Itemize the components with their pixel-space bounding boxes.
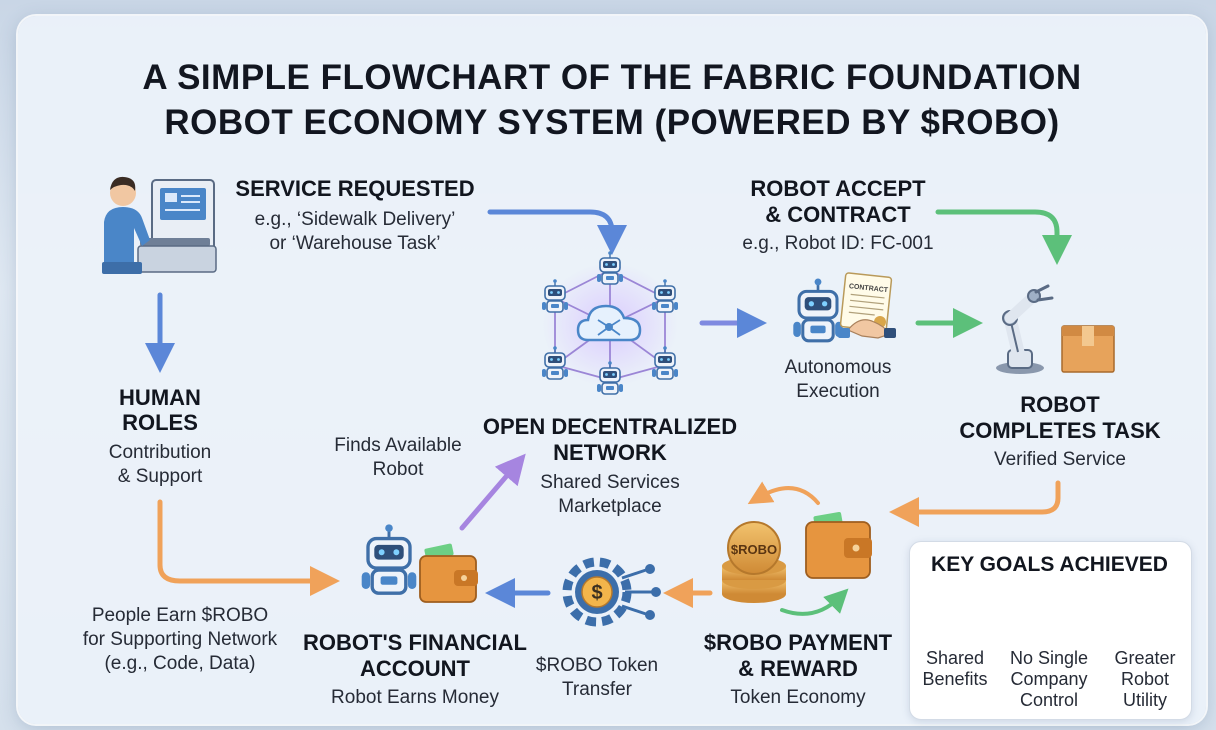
finds-robot-label-2: Robot (372, 459, 424, 480)
key-goals-box (909, 541, 1192, 720)
network-detail-2: Marketplace (558, 496, 662, 517)
robot-contract-icon: CONTRACT (791, 272, 896, 343)
people-earn-label-2: for Supporting Network (82, 629, 278, 650)
robot-accept-heading-1: ROBOT ACCEPT (750, 176, 926, 201)
network-heading-2: NETWORK (553, 440, 667, 465)
robot-arm-icon (996, 284, 1115, 374)
goal-shared-line-2: Benefits (922, 669, 988, 689)
autonomous-label-2: Execution (796, 381, 880, 402)
payment-heading-2: & REWARD (738, 656, 858, 681)
network-detail-1: Shared Services (540, 472, 680, 493)
autonomous-label-1: Autonomous (784, 357, 892, 378)
payment-heading-1: $ROBO PAYMENT (703, 630, 893, 655)
goal-no-control-line-3: Control (1019, 690, 1079, 710)
human-roles-detail-2: & Support (117, 466, 203, 487)
goal-shared-line-1: Shared (925, 648, 985, 668)
arrow-request-to-network (487, 209, 627, 255)
financial-account-heading-1: ROBOT'S FINANCIAL (303, 630, 527, 655)
robot-completes-detail: Verified Service (993, 449, 1126, 470)
diagram-title-line2: ROBOT ECONOMY SYSTEM (POWERED BY $ROBO) (164, 103, 1060, 142)
coin-label: $ROBO (731, 542, 777, 557)
person-computer-icon (102, 176, 217, 274)
human-roles-detail-1: Contribution (108, 442, 212, 463)
diagram-title-line1: A SIMPLE FLOWCHART OF THE FABRIC FOUNDAT… (142, 58, 1082, 97)
payment-detail: Token Economy (730, 687, 866, 708)
goal-utility-line-3: Utility (1123, 690, 1167, 710)
token-transfer-label-2: Transfer (561, 679, 633, 700)
coin-stack-icon: $ROBO (722, 511, 872, 603)
arrow-task-to-payment (889, 480, 1061, 527)
contract-label: CONTRACT (849, 283, 890, 294)
human-roles-heading-2: ROLES (122, 410, 198, 435)
robot-accept-detail: e.g., Robot ID: FC-001 (742, 233, 934, 254)
robot-completes-heading-1: ROBOT (1020, 392, 1100, 417)
people-earn-label-3: (e.g., Code, Data) (104, 653, 256, 674)
arrow-human-to-account (157, 499, 340, 596)
robot-wallet-icon (360, 522, 478, 603)
people-earn-label-1: People Earn $ROBO (91, 605, 269, 626)
goal-utility-line-2: Robot (1120, 669, 1170, 689)
token-transfer-label-1: $ROBO Token (535, 655, 659, 676)
service-requested-detail-2: or ‘Warehouse Task’ (269, 233, 441, 254)
cycle-arrow-bottom (780, 588, 849, 616)
robot-completes-heading-2: COMPLETES TASK (959, 418, 1161, 443)
robot-accept-heading-2: & CONTRACT (765, 202, 911, 227)
key-goals-heading: KEY GOALS ACHIEVED (931, 553, 1168, 576)
goal-no-control-line-2: Company (1010, 669, 1088, 689)
svg-text:$: $ (591, 582, 602, 604)
network-heading-1: OPEN DECENTRALIZED (482, 414, 738, 439)
network-cluster-icon (541, 250, 679, 395)
finds-robot-label-1: Finds Available (334, 435, 462, 456)
arrow-account-to-network (459, 453, 526, 531)
human-roles-heading-1: HUMAN (119, 385, 201, 410)
service-requested-heading: SERVICE REQUESTED (235, 176, 475, 201)
arrow-contract-to-task (935, 209, 1072, 265)
goal-utility-line-1: Greater (1114, 648, 1176, 668)
cycle-arrow-top (747, 481, 820, 505)
goal-no-control-line-1: No Single (1009, 648, 1089, 668)
financial-account-detail: Robot Earns Money (331, 687, 499, 708)
token-gear-icon: $ (562, 557, 661, 627)
service-requested-detail-1: e.g., ‘Sidewalk Delivery’ (254, 209, 456, 230)
financial-account-heading-2: ACCOUNT (360, 656, 470, 681)
